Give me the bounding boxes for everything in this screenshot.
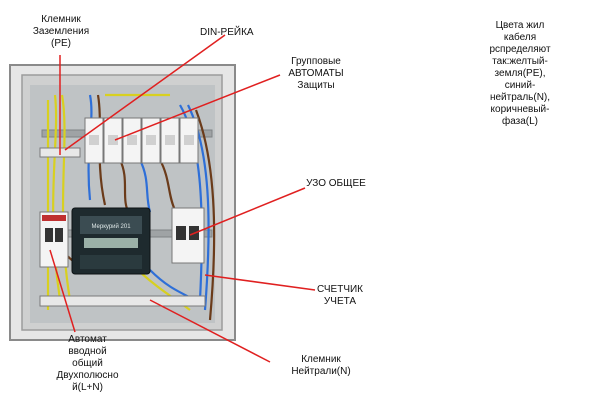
pointer-rcd bbox=[189, 187, 306, 236]
label-main-breaker: Автомат вводной общий Двухполюсно й(L+N) bbox=[56, 334, 119, 393]
rcd-device bbox=[171, 207, 205, 264]
meter-model-text: Меркурий 201 bbox=[91, 223, 131, 230]
label-rcd: УЗО ОБЩЕЕ bbox=[306, 178, 366, 189]
label-pe-terminal: Клемник Заземления (PE) bbox=[32, 14, 90, 49]
energy-meter: Меркурий 201 bbox=[71, 207, 151, 275]
label-din-rail: DIN-РЕЙКА bbox=[200, 27, 254, 38]
pointer-din-rail bbox=[64, 34, 226, 151]
label-group-breakers: Групповые АВТОМАТЫ Защиты bbox=[288, 56, 344, 91]
pointer-main-breaker bbox=[49, 249, 76, 333]
label-meter: СЧЕТЧИК УЧЕТА bbox=[316, 284, 363, 307]
pointer-group-breakers bbox=[114, 74, 281, 141]
group-breakers bbox=[84, 117, 199, 164]
pointer-meter bbox=[204, 274, 316, 291]
label-neutral-terminal: Клемник Нейтрали(N) bbox=[291, 354, 351, 377]
main-breaker bbox=[39, 211, 69, 268]
pointer-lines bbox=[49, 34, 316, 363]
pointer-neutral-terminal bbox=[149, 299, 271, 363]
neutral-terminal-bar bbox=[39, 295, 206, 307]
wire-color-note: Цвета жил кабеля рспределяют так:желтый-… bbox=[489, 20, 551, 127]
